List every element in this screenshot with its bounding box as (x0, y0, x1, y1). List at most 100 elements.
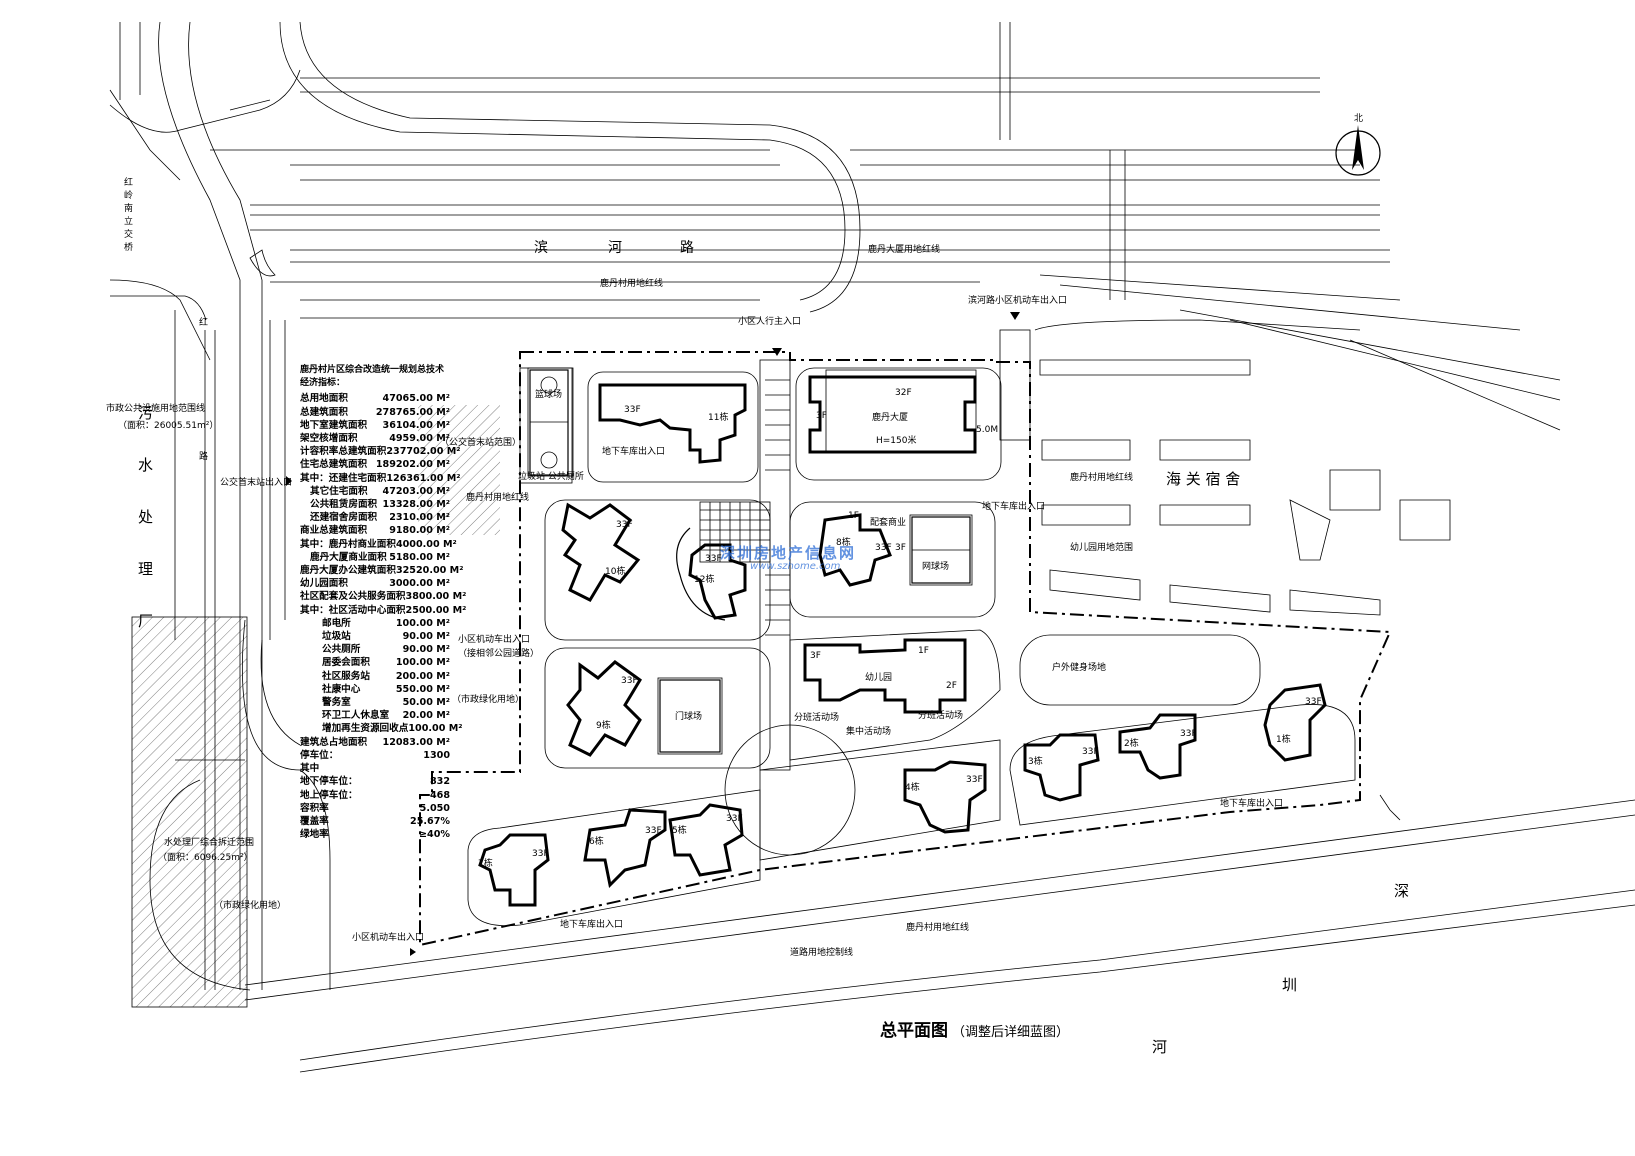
indicator-value: 4000.00 M² (395, 538, 457, 550)
svg-text:鹿丹村用地红线: 鹿丹村用地红线 (600, 277, 663, 289)
indicator-value: 832 (429, 776, 450, 788)
indicator-label: 社康中心 (322, 683, 361, 695)
indicator-row: 绿地率≥40% (300, 828, 450, 841)
building-10 (561, 502, 641, 602)
svg-text:33F: 33F (624, 405, 641, 415)
indicator-row: 社康中心 550.00 M² (300, 683, 450, 696)
indicators-title: 鹿丹村片区综合改造统一规划总技术经济指标： (300, 365, 445, 389)
svg-text:33F: 33F (1082, 747, 1099, 757)
indicator-row: 其它住宅面积 47203.00 M² (300, 485, 450, 498)
svg-text:3F: 3F (816, 411, 827, 421)
svg-text:桥: 桥 (124, 241, 133, 253)
building-labels: 11栋 33F 10栋 33F 12栋 33F 8栋 33F 9栋 33F 7栋… (478, 405, 1322, 869)
svg-text:红: 红 (199, 316, 208, 328)
indicator-label: 垃圾站 (322, 631, 351, 643)
svg-text:小区机动车出入口: 小区机动车出入口 (352, 931, 424, 943)
svg-text:幼儿园: 幼儿园 (865, 671, 892, 683)
svg-text:33F: 33F (645, 826, 662, 836)
svg-text:1栋: 1栋 (1276, 733, 1291, 745)
svg-text:交: 交 (124, 228, 133, 240)
svg-text:3F: 3F (895, 543, 906, 553)
internal-blocks (467, 319, 1361, 927)
site-red-line (419, 351, 1392, 947)
indicator-value: 13328.00 M² (382, 499, 450, 511)
indicator-label: 公共厕所 (322, 644, 361, 656)
watermark-text: 深圳房地产信息网 (720, 544, 857, 562)
indicator-label: 总建筑面积 (300, 406, 348, 418)
indicator-value: 5.050 (419, 802, 450, 814)
svg-text:4栋: 4栋 (905, 781, 920, 793)
svg-text:5栋: 5栋 (672, 824, 687, 836)
building-4 (903, 760, 987, 834)
indicator-row: 地下停车位： 832 (300, 775, 450, 788)
building-11 (598, 383, 747, 464)
svg-text:（公交首末站范围）: （公交首末站范围） (440, 436, 521, 448)
svg-text:3F: 3F (810, 651, 821, 661)
svg-text:1F: 1F (918, 646, 929, 656)
svg-text:滨河路小区机动车出入口: 滨河路小区机动车出入口 (968, 294, 1067, 306)
indicator-value: 3800.00 M² (405, 591, 467, 603)
svg-text:5.0M: 5.0M (976, 425, 998, 435)
svg-text:圳: 圳 (1282, 976, 1297, 994)
indicator-value: 100.00 M² (395, 617, 450, 629)
indicator-label: 地下停车位： (300, 776, 358, 788)
indicator-label: 其它住宅面积 (310, 485, 368, 497)
indicator-value: 32520.00 M² (395, 565, 464, 577)
svg-text:地下车库出入口: 地下车库出入口 (1220, 797, 1283, 809)
site-labels: 鹿丹村用地红线 鹿丹大厦用地红线 小区人行主入口 滨河路小区机动车出入口 市政公… (106, 243, 1283, 958)
svg-text:33F: 33F (532, 849, 549, 859)
indicator-label: 地上停车位： (300, 789, 358, 801)
indicator-label: 停车位： (300, 749, 339, 761)
indicator-value: 550.00 M² (395, 683, 450, 695)
residential-buildings (478, 375, 1327, 907)
svg-text:幼儿园用地范围: 幼儿园用地范围 (1070, 541, 1133, 553)
building-6 (583, 808, 667, 889)
indicator-row: 邮电所 100.00 M² (300, 617, 450, 630)
svg-text:33F: 33F (1305, 697, 1322, 707)
svg-text:（市政绿化用地）: （市政绿化用地） (214, 899, 286, 911)
svg-text:鹿丹大厦: 鹿丹大厦 (872, 411, 908, 423)
indicator-value: 20.00 M² (402, 710, 450, 722)
svg-text:11栋: 11栋 (708, 411, 728, 423)
drawing-caption: 总平面图（调整后详细蓝图） (880, 1016, 1069, 1041)
indicator-label: 覆盖率 (300, 815, 329, 827)
svg-text:公交首末站出入口: 公交首末站出入口 (220, 476, 292, 488)
svg-text:H=150米: H=150米 (876, 434, 917, 446)
indicator-label: 社区服务站 (322, 670, 370, 682)
svg-text:道路用地控制线: 道路用地控制线 (790, 946, 853, 958)
svg-text:10栋: 10栋 (605, 565, 625, 577)
indicator-value: 12083.00 M² (382, 736, 450, 748)
building-8 (818, 513, 892, 587)
indicator-label: 地下室建筑面积 (300, 419, 368, 431)
svg-text:北: 北 (1354, 113, 1363, 124)
svg-text:路: 路 (680, 240, 696, 256)
road-labels: 滨 河 路 红 路 污 水 处 理 厂 红 岭 南 立 交 桥 深 圳 河 (124, 176, 1409, 1056)
indicator-value: 9180.00 M² (389, 525, 450, 537)
indicator-label: 增加再生资源回收点 (322, 723, 409, 735)
indicator-value: 47065.00 M² (382, 393, 450, 405)
svg-text:（接相邻公园道路）: （接相邻公园道路） (458, 647, 539, 659)
svg-text:垃圾站 公共厕所: 垃圾站 公共厕所 (518, 470, 584, 482)
indicator-label: 警务室 (322, 697, 351, 709)
svg-text:集中活动场: 集中活动场 (846, 725, 891, 737)
svg-text:鹿丹大厦用地红线: 鹿丹大厦用地红线 (868, 243, 940, 255)
svg-text:立: 立 (124, 215, 133, 227)
svg-text:33F: 33F (726, 814, 743, 824)
indicator-value: 36104.00 M² (382, 419, 450, 431)
customs-dormitory (1039, 359, 1451, 616)
indicator-label: 邮电所 (322, 617, 351, 629)
indicator-value: 47203.00 M² (382, 485, 450, 497)
indicator-label: 还建宿舍房面积 (310, 512, 378, 524)
